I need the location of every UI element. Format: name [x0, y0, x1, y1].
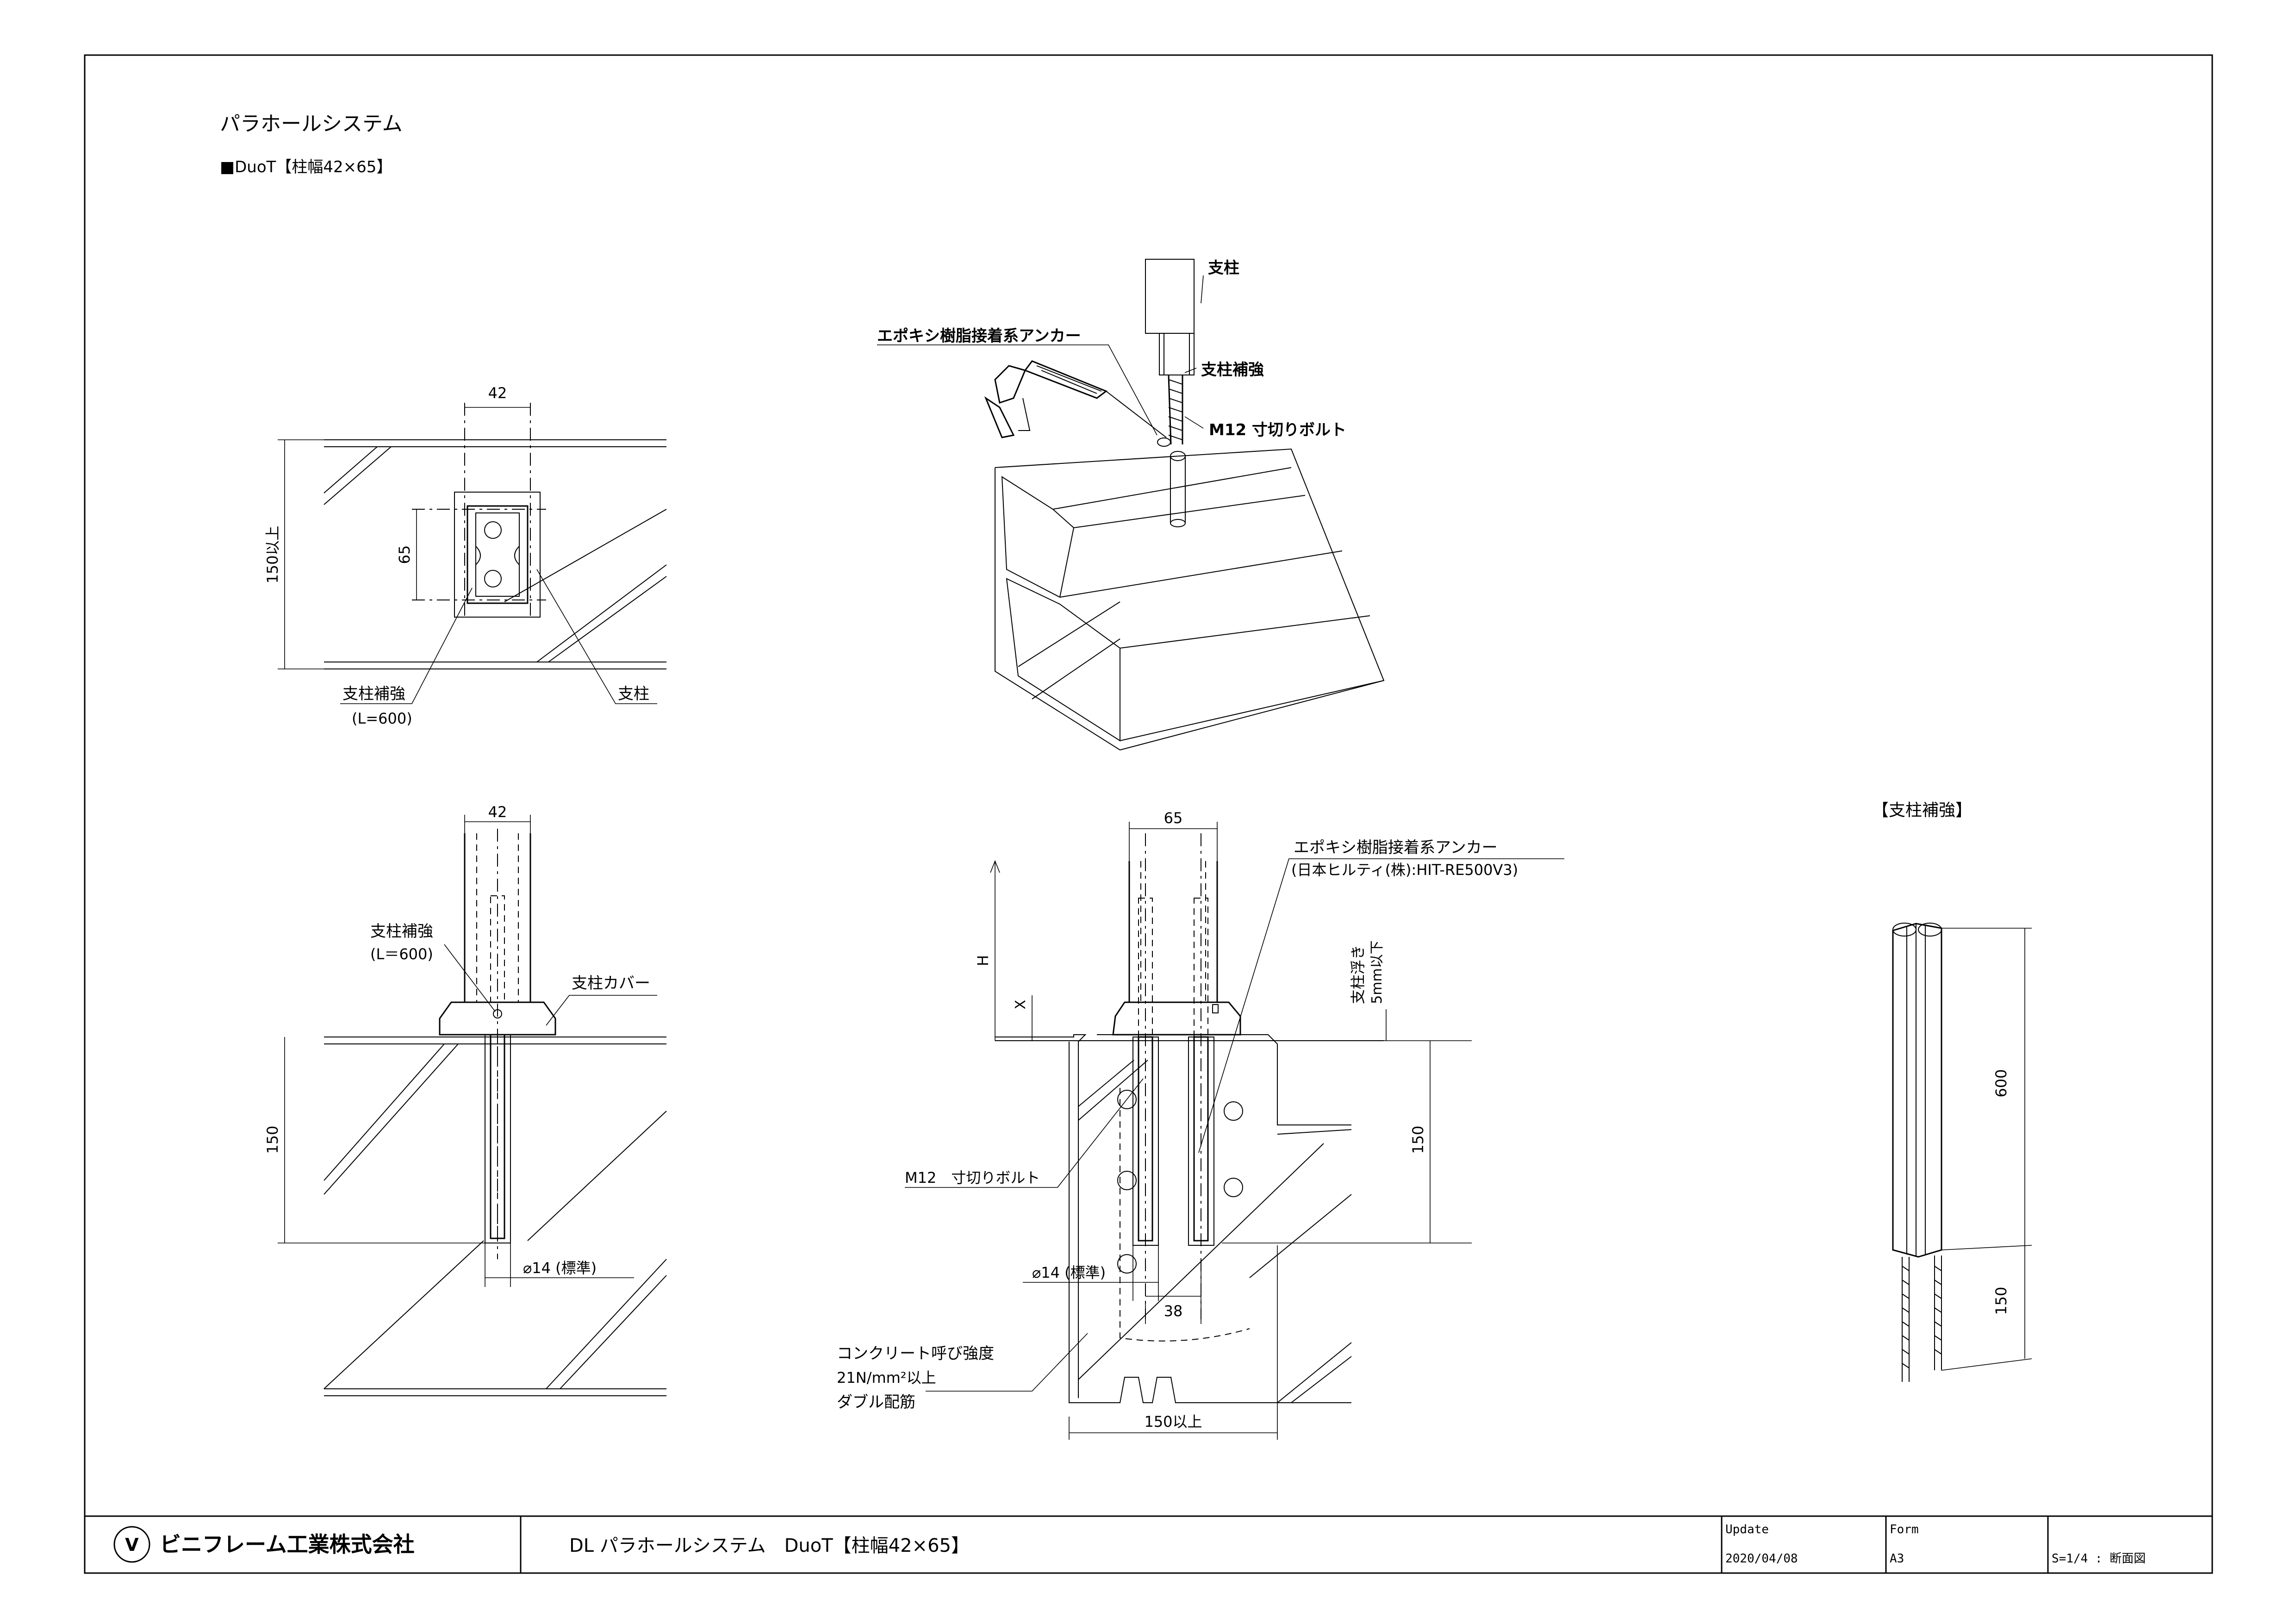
section-right-dim-h: H: [974, 955, 992, 966]
company-logo-icon: V: [113, 1526, 150, 1563]
section-right-label-bolt: M12 寸切りボルト: [905, 1169, 1040, 1187]
section-right-label-float-1: 支柱浮き: [1349, 945, 1367, 1004]
detail-dim-embed: 150: [1992, 1287, 2010, 1315]
section-right-label-concrete-1: コンクリート呼び強度: [837, 1344, 994, 1363]
section-right-dim-depth: 150: [1409, 1125, 1427, 1154]
section-right-dim-width: 65: [1164, 809, 1183, 827]
section-right-label-anchor: エポキシ樹脂接着系アンカー: [1294, 838, 1498, 857]
scale-text: S=1/4 : 断面図: [2052, 1552, 2146, 1566]
title-block: V ビニフレーム工業株式会社 DL パラホールシステム DuoT【柱幅42×65…: [85, 1515, 2212, 1573]
plan-label-reinforcement-length: (L=600): [352, 710, 412, 727]
section-left-label-reinforcement-length: (L＝600): [370, 945, 433, 963]
page-title: パラホールシステム: [220, 112, 403, 136]
section-right-dim-gap: 38: [1164, 1302, 1183, 1320]
section-left-dim-width: 42: [488, 803, 507, 821]
plan-label-reinforcement: 支柱補強: [342, 685, 405, 703]
form-label: Form: [1890, 1523, 1919, 1537]
section-left: 42 150 ⌀14 (標準) 支柱補強 (L＝600) 支柱カバー: [264, 803, 667, 1396]
page-subtitle: ■DuoT【柱幅42×65】: [220, 158, 392, 176]
section-left-label-cover: 支柱カバー: [572, 974, 650, 993]
form-value: A3: [1890, 1552, 1904, 1566]
section-left-dim-depth: 150: [264, 1125, 281, 1154]
sheet-border: [84, 54, 2213, 1574]
section-right-label-float-2: 5mm以下: [1369, 940, 1385, 1004]
section-left-label-reinforcement: 支柱補強: [370, 922, 433, 941]
detail-title: 【支柱補強】: [1872, 801, 1972, 820]
caulking-gun-icon: [984, 360, 1167, 438]
iso-label-anchor: エポキシ樹脂接着系アンカー: [877, 327, 1081, 345]
section-right-dim-x: X: [1013, 1000, 1029, 1010]
post-cover: [439, 1001, 556, 1036]
drawing-title: DL パラホールシステム DuoT【柱幅42×65】: [569, 1535, 970, 1556]
plan-dim-width: 42: [488, 384, 507, 402]
plan-view: 42 65 150以上 支柱補強 (L=600) 支柱: [264, 384, 667, 727]
section-right-dim-edge: 150以上: [1144, 1413, 1202, 1430]
update-value: 2020/04/08: [1725, 1552, 1798, 1566]
section-right-label-concrete-3: ダブル配筋: [837, 1393, 915, 1412]
update-label: Update: [1725, 1523, 1769, 1537]
post-section: [454, 492, 541, 618]
detail-view: 【支柱補強】 600 150: [1872, 801, 2032, 1382]
plan-label-post: 支柱: [618, 685, 649, 703]
section-right: 65 H X 支柱浮き 5mm以下 150 ⌀14 (標準) 38 150以上 …: [837, 809, 1564, 1440]
plan-dim-edge: 150以上: [264, 525, 281, 583]
section-left-dim-hole: ⌀14 (標準): [523, 1259, 597, 1277]
section-right-label-anchor-product: (日本ヒルティ(株):HIT-RE500V3): [1291, 861, 1518, 879]
iso-label-post: 支柱: [1208, 259, 1239, 277]
svg-text:V: V: [125, 1535, 139, 1555]
detail-dim-length: 600: [1992, 1069, 2010, 1097]
section-right-dim-hole: ⌀14 (標準): [1032, 1264, 1106, 1281]
iso-view: 支柱 エポキシ樹脂接着系アンカー 支柱補強 M12 寸切りボルト: [877, 259, 1385, 750]
company-name: ビニフレーム工業株式会社: [160, 1532, 415, 1557]
iso-label-bolt: M12 寸切りボルト: [1209, 421, 1346, 439]
section-right-label-concrete-2: 21N/mm²以上: [837, 1369, 936, 1387]
iso-label-reinforcement: 支柱補強: [1201, 361, 1264, 379]
plan-dim-depth: 65: [396, 545, 413, 564]
